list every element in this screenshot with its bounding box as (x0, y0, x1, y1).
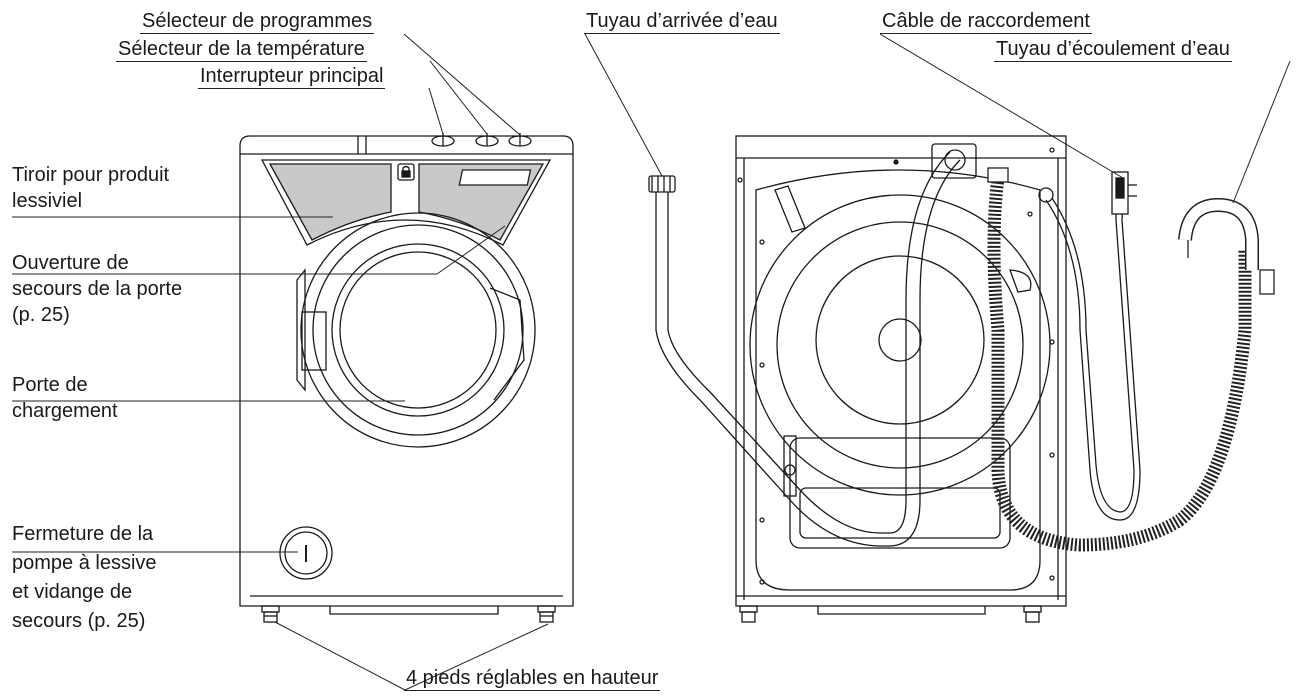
connection-cable (1045, 171, 1141, 521)
loading-door-ring (300, 212, 536, 448)
label-line: Ouverture de (12, 252, 129, 274)
label-adjustable-feet: 4 pieds réglables en hauteur (404, 667, 661, 691)
leader-lines (12, 33, 1291, 691)
label-temperature-selector: Sélecteur de la température (116, 38, 367, 62)
label-water-inlet-hose: Tuyau d’arrivée d’eau (584, 10, 780, 34)
label-line: et vidange de (12, 581, 133, 603)
label-line: Fermeture de la (12, 523, 154, 545)
label-main-switch: Interrupteur principal (198, 65, 386, 89)
label-program-selector: Sélecteur de programmes (140, 10, 375, 34)
front-view (239, 133, 574, 623)
control-knobs (431, 133, 532, 147)
label-emergency-door-opening: Ouverture de secours de la porte (p. 25) (12, 250, 182, 328)
label-pump-closure: Fermeture de la pompe à lessive et vidan… (12, 520, 157, 636)
water-drain-hose (987, 167, 1275, 552)
label-line: chargement (12, 400, 118, 422)
label-line: Tiroir pour produit (12, 164, 170, 186)
back-body (735, 135, 1067, 607)
front-body (239, 135, 574, 607)
label-loading-door: Porte de chargement (12, 372, 118, 424)
label-detergent-drawer: Tiroir pour produit lessiviel (12, 162, 169, 214)
back-view (735, 135, 1067, 623)
label-line: lessiviel (12, 190, 83, 212)
label-line: (p. 25) (12, 304, 70, 326)
water-inlet-hose (648, 151, 961, 547)
pump-cap (279, 526, 333, 580)
label-line: pompe à lessive (12, 552, 157, 574)
label-line: secours de la porte (12, 278, 183, 300)
label-line: Porte de (12, 374, 88, 396)
label-water-drain-hose: Tuyau d’écoulement d’eau (994, 38, 1232, 62)
label-connection-cable: Câble de raccordement (880, 10, 1092, 34)
detergent-drawer-left (268, 163, 392, 241)
door-handle (301, 311, 327, 371)
label-line: secours (p. 25) (12, 610, 146, 632)
